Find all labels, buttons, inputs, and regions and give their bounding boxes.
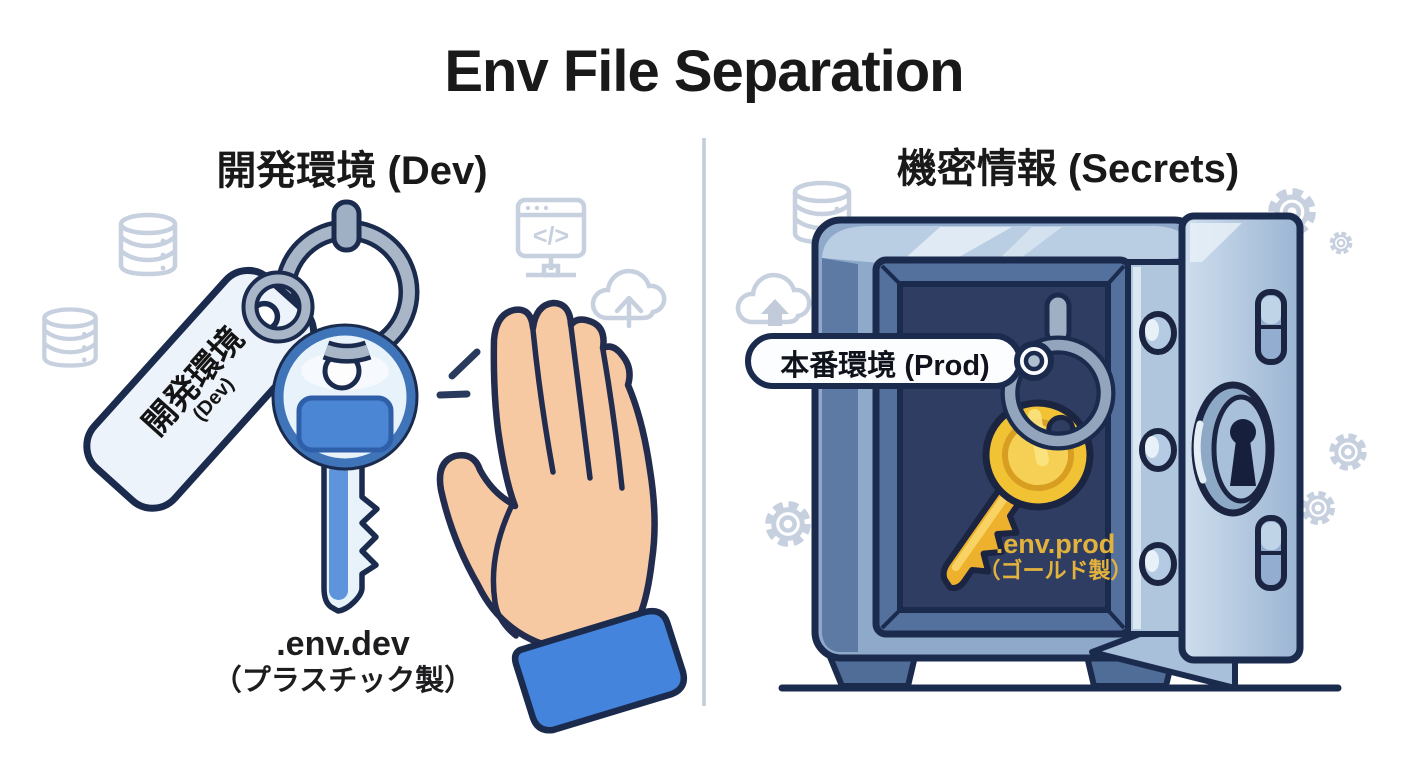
dev-key [271, 323, 419, 614]
cloud-upload-icon [593, 271, 664, 329]
dev-key-material: （プラスチック製） [212, 665, 474, 698]
secrets-heading: 機密情報 (Secrets) [896, 147, 1240, 191]
code-window-icon: </> [515, 197, 587, 278]
safe [745, 212, 1342, 692]
tag-ring [241, 270, 315, 344]
safe-door [1089, 212, 1304, 691]
prod-key-tag [745, 333, 1054, 389]
prod-key-caption: .env.prod （ゴールド製） [948, 529, 1163, 584]
dev-key-filename: .env.dev [276, 625, 410, 663]
dev-panel-illustration: </> [44, 197, 688, 734]
prod-tag-label: 本番環境 (Prod) [780, 350, 990, 382]
motion-dashes [436, 348, 481, 399]
dev-key-caption: .env.dev （プラスチック製） [168, 624, 518, 698]
reaching-hand [436, 299, 688, 734]
gear-icon [1304, 494, 1332, 522]
prod-gold-key [940, 399, 1094, 591]
door-hinges [1255, 289, 1287, 591]
cloud-upload-icon [738, 275, 809, 326]
gear-icon [1332, 234, 1351, 253]
dev-heading: 開発環境 (Dev) [216, 149, 488, 193]
database-icon [44, 309, 95, 365]
gear-icon [1333, 437, 1364, 468]
page-title: Env File Separation [444, 39, 964, 104]
door-bolts [1139, 311, 1177, 586]
gear-icon [769, 505, 806, 542]
prod-key-material: （ゴールド製） [978, 558, 1133, 584]
secrets-panel-illustration [738, 183, 1364, 692]
database-icon [121, 215, 175, 274]
svg-text:</>: </> [533, 222, 569, 250]
prod-key-filename: .env.prod [995, 529, 1116, 559]
sleeve [511, 607, 688, 734]
door-keyhole [1191, 381, 1275, 517]
